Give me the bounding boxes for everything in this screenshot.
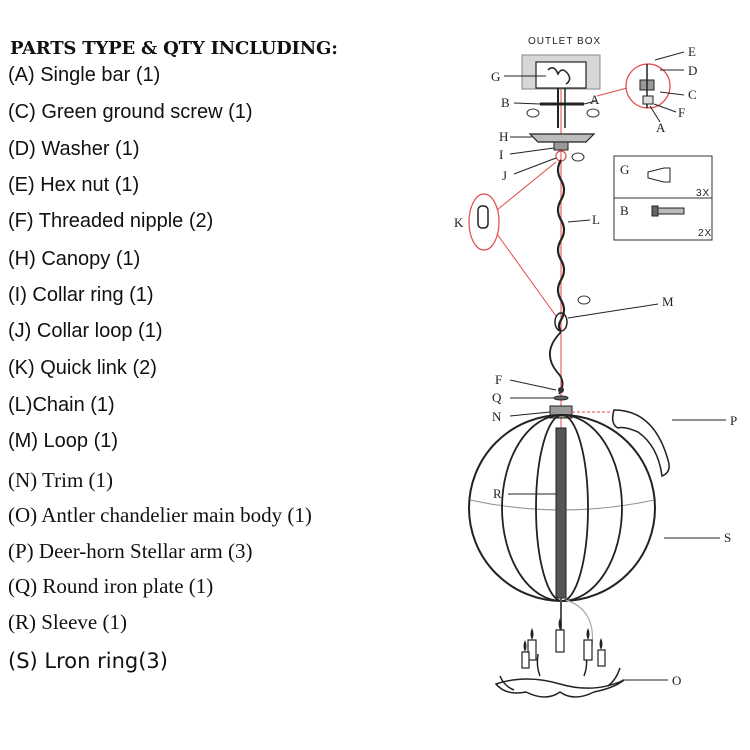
deer-horn-arm	[611, 409, 670, 478]
detail-circle-quick-link	[468, 193, 500, 251]
part-item-e: (E) Hex nut (1)	[8, 174, 140, 196]
callout-j: J	[502, 168, 507, 183]
candle-2	[555, 629, 565, 653]
rotate-arrow-right	[586, 108, 600, 118]
outlet-box-label: OUTLET BOX	[528, 36, 601, 47]
threaded-nipple-lower	[558, 387, 564, 393]
callout-d: D	[688, 63, 697, 78]
flame-icon-5	[599, 638, 603, 650]
hardware-b-qty: 2X	[698, 228, 712, 239]
antler-chandelier-body	[494, 618, 625, 698]
quick-link-pointer-bottom	[496, 233, 557, 317]
part-item-k: (K) Quick link (2)	[8, 357, 157, 379]
collar-ring	[553, 141, 569, 151]
part-item-d: (D) Washer (1)	[8, 138, 140, 160]
callout-h: H	[499, 129, 508, 144]
parts-list-title: PARTS TYPE & QTY INCLUDING:	[10, 38, 338, 59]
hardware-b-label: B	[620, 203, 629, 218]
callout-a: A	[590, 92, 600, 107]
antler-tine-left	[499, 675, 515, 691]
power-cord	[549, 331, 564, 395]
callout-g: G	[491, 69, 500, 84]
flame-icon-1	[530, 628, 534, 640]
callout-s: S	[724, 530, 731, 545]
part-item-s: (S) Lron ring(3)	[8, 649, 168, 673]
part-item-i: (I) Collar ring (1)	[8, 284, 154, 306]
screw-head	[651, 205, 659, 217]
hardware-g-label: G	[620, 162, 629, 177]
detail-pointer	[596, 87, 628, 97]
quick-link-pointer-top	[496, 161, 557, 211]
antler-tine-mid1	[536, 653, 541, 677]
callout-q: Q	[492, 390, 502, 405]
antler-tine-right	[607, 667, 621, 687]
outlet-box-inner	[535, 61, 587, 89]
washer-detail	[642, 95, 654, 105]
callout-a-detail: A	[656, 120, 666, 135]
part-item-n: (N) Trim (1)	[8, 468, 114, 492]
callout-c: C	[688, 87, 697, 102]
callout-l: L	[592, 212, 600, 227]
rotate-arrow-loop	[577, 295, 591, 305]
candle-3	[583, 639, 593, 661]
callout-i: I	[499, 147, 503, 162]
hardware-g-qty: 3X	[696, 188, 710, 199]
callout-r: R	[493, 486, 502, 501]
callout-f: F	[495, 372, 502, 387]
antler-base	[494, 678, 625, 698]
callout-o: O	[672, 673, 681, 688]
flame-icon-2	[558, 618, 562, 630]
part-item-j: (J) Collar loop (1)	[8, 320, 163, 342]
canopy	[528, 133, 596, 143]
part-item-c: (C) Green ground screw (1)	[8, 101, 253, 123]
loop	[554, 312, 568, 332]
callout-n: N	[492, 409, 502, 424]
part-item-q: (Q) Round iron plate (1)	[8, 574, 214, 598]
callout-e: E	[688, 44, 696, 59]
part-item-p: (P) Deer-horn Stellar arm (3)	[8, 539, 253, 563]
callout-lines	[504, 51, 726, 681]
candle-5	[597, 649, 606, 667]
callout-p: P	[730, 413, 737, 428]
wires	[547, 67, 571, 85]
cord-grey	[565, 599, 594, 647]
sleeve	[555, 427, 567, 599]
part-item-o: (O) Antler chandelier main body (1)	[8, 503, 312, 527]
quick-link-detail	[477, 205, 489, 229]
rotate-arrow-collar	[571, 152, 585, 162]
part-item-a: (A) Single bar (1)	[8, 64, 161, 86]
screw-icon	[657, 207, 685, 215]
callout-k: K	[454, 215, 464, 230]
callout-m: M	[662, 294, 674, 309]
part-item-l: (L)Chain (1)	[8, 394, 115, 416]
chain	[556, 159, 566, 333]
flame-icon-3	[586, 628, 590, 640]
callout-b: B	[501, 95, 510, 110]
candle-4	[521, 651, 530, 669]
wire-nut-icon	[647, 167, 671, 183]
part-item-r: (R) Sleeve (1)	[8, 610, 127, 634]
callout-f-detail: F	[678, 105, 685, 120]
rotate-arrow-left	[526, 108, 540, 118]
round-iron-plate	[553, 395, 569, 401]
part-item-f: (F) Threaded nipple (2)	[8, 210, 214, 232]
part-item-h: (H) Canopy (1)	[8, 248, 141, 270]
part-item-m: (M) Loop (1)	[8, 430, 119, 452]
detail-circle-ground	[625, 63, 671, 109]
flame-icon-4	[523, 640, 527, 652]
